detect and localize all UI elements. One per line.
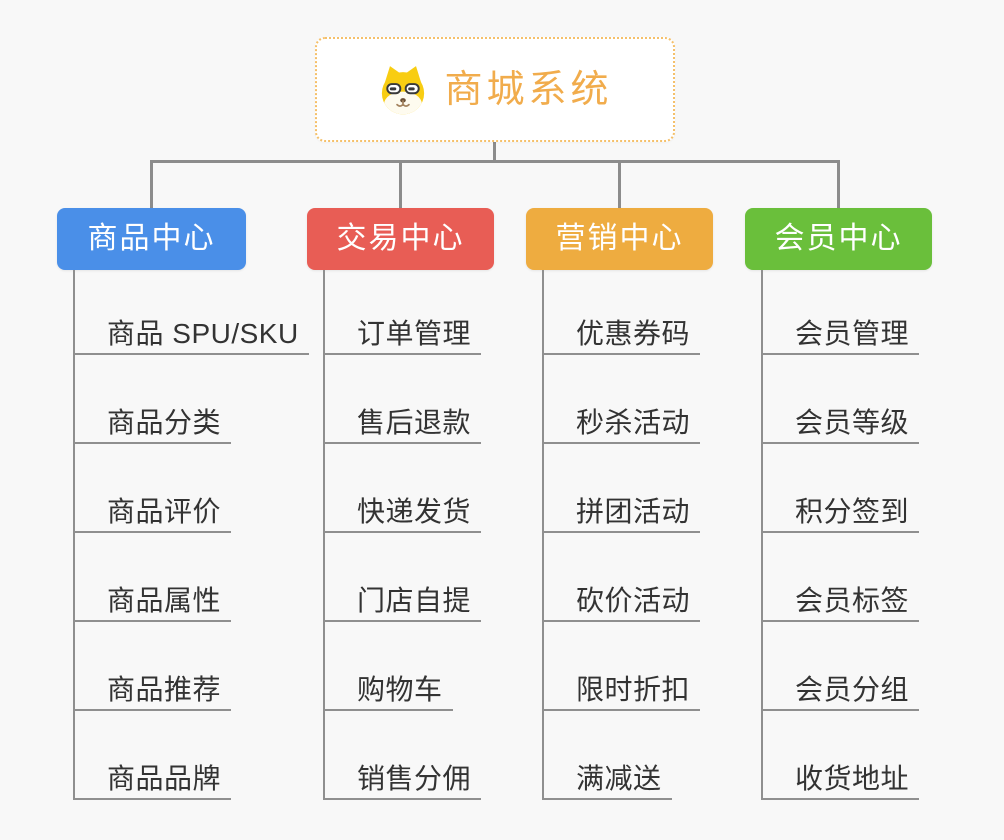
- branch-header-label: 会员中心: [774, 222, 903, 255]
- topic-item[interactable]: 积分签到: [761, 444, 920, 533]
- branch-item-list: 会员管理会员等级积分签到会员标签会员分组收货地址: [761, 270, 932, 800]
- topic-item[interactable]: 砍价活动: [542, 533, 701, 622]
- topic-item[interactable]: 会员管理: [761, 270, 920, 355]
- branch-3: 营销中心优惠券码秒杀活动拼团活动砍价活动限时折扣满减送: [526, 208, 713, 800]
- topic-item[interactable]: 拼团活动: [542, 444, 701, 533]
- topic-item[interactable]: 会员标签: [761, 533, 920, 622]
- branch-2: 交易中心订单管理售后退款快递发货门店自提购物车销售分佣: [307, 208, 494, 800]
- topic-item[interactable]: 门店自提: [323, 533, 482, 622]
- topic-item[interactable]: 秒杀活动: [542, 355, 701, 444]
- topic-item[interactable]: 商品分类: [73, 355, 232, 444]
- topic-item[interactable]: 购物车: [323, 622, 453, 711]
- connector-drop-4: [837, 160, 840, 209]
- branch-header[interactable]: 会员中心: [745, 208, 932, 270]
- connector-rail: [150, 160, 840, 163]
- topic-item[interactable]: 快递发货: [323, 444, 482, 533]
- root-topic[interactable]: 商城系统: [315, 37, 675, 142]
- topic-item[interactable]: 优惠券码: [542, 270, 701, 355]
- branch-item-list: 订单管理售后退款快递发货门店自提购物车销售分佣: [323, 270, 494, 800]
- topic-item[interactable]: 商品 SPU/SKU: [73, 270, 309, 355]
- branch-header-label: 商品中心: [87, 222, 216, 255]
- branch-4: 会员中心会员管理会员等级积分签到会员标签会员分组收货地址: [745, 208, 932, 800]
- topic-item[interactable]: 商品属性: [73, 533, 232, 622]
- branch-header[interactable]: 商品中心: [57, 208, 246, 270]
- topic-item[interactable]: 销售分佣: [323, 711, 482, 800]
- topic-item[interactable]: 售后退款: [323, 355, 482, 444]
- branch-header[interactable]: 营销中心: [526, 208, 713, 270]
- topic-item[interactable]: 会员等级: [761, 355, 920, 444]
- root-topic-label: 商城系统: [444, 68, 613, 111]
- topic-item[interactable]: 商品评价: [73, 444, 232, 533]
- branch-header-label: 交易中心: [336, 222, 465, 255]
- branch-header-label: 营销中心: [555, 222, 684, 255]
- branch-header[interactable]: 交易中心: [307, 208, 494, 270]
- topic-item[interactable]: 满减送: [542, 711, 672, 800]
- topic-item[interactable]: 收货地址: [761, 711, 920, 800]
- branch-item-list: 优惠券码秒杀活动拼团活动砍价活动限时折扣满减送: [542, 270, 713, 800]
- connector-drop-3: [618, 160, 621, 209]
- connector-drop-1: [150, 160, 153, 209]
- topic-item[interactable]: 商品推荐: [73, 622, 232, 711]
- topic-item[interactable]: 商品品牌: [73, 711, 232, 800]
- topic-item[interactable]: 会员分组: [761, 622, 920, 711]
- connector-drop-2: [399, 160, 402, 209]
- topic-item[interactable]: 订单管理: [323, 270, 482, 355]
- topic-item[interactable]: 限时折扣: [542, 622, 701, 711]
- connector-root-stub: [493, 142, 496, 163]
- doge-icon: [382, 65, 425, 114]
